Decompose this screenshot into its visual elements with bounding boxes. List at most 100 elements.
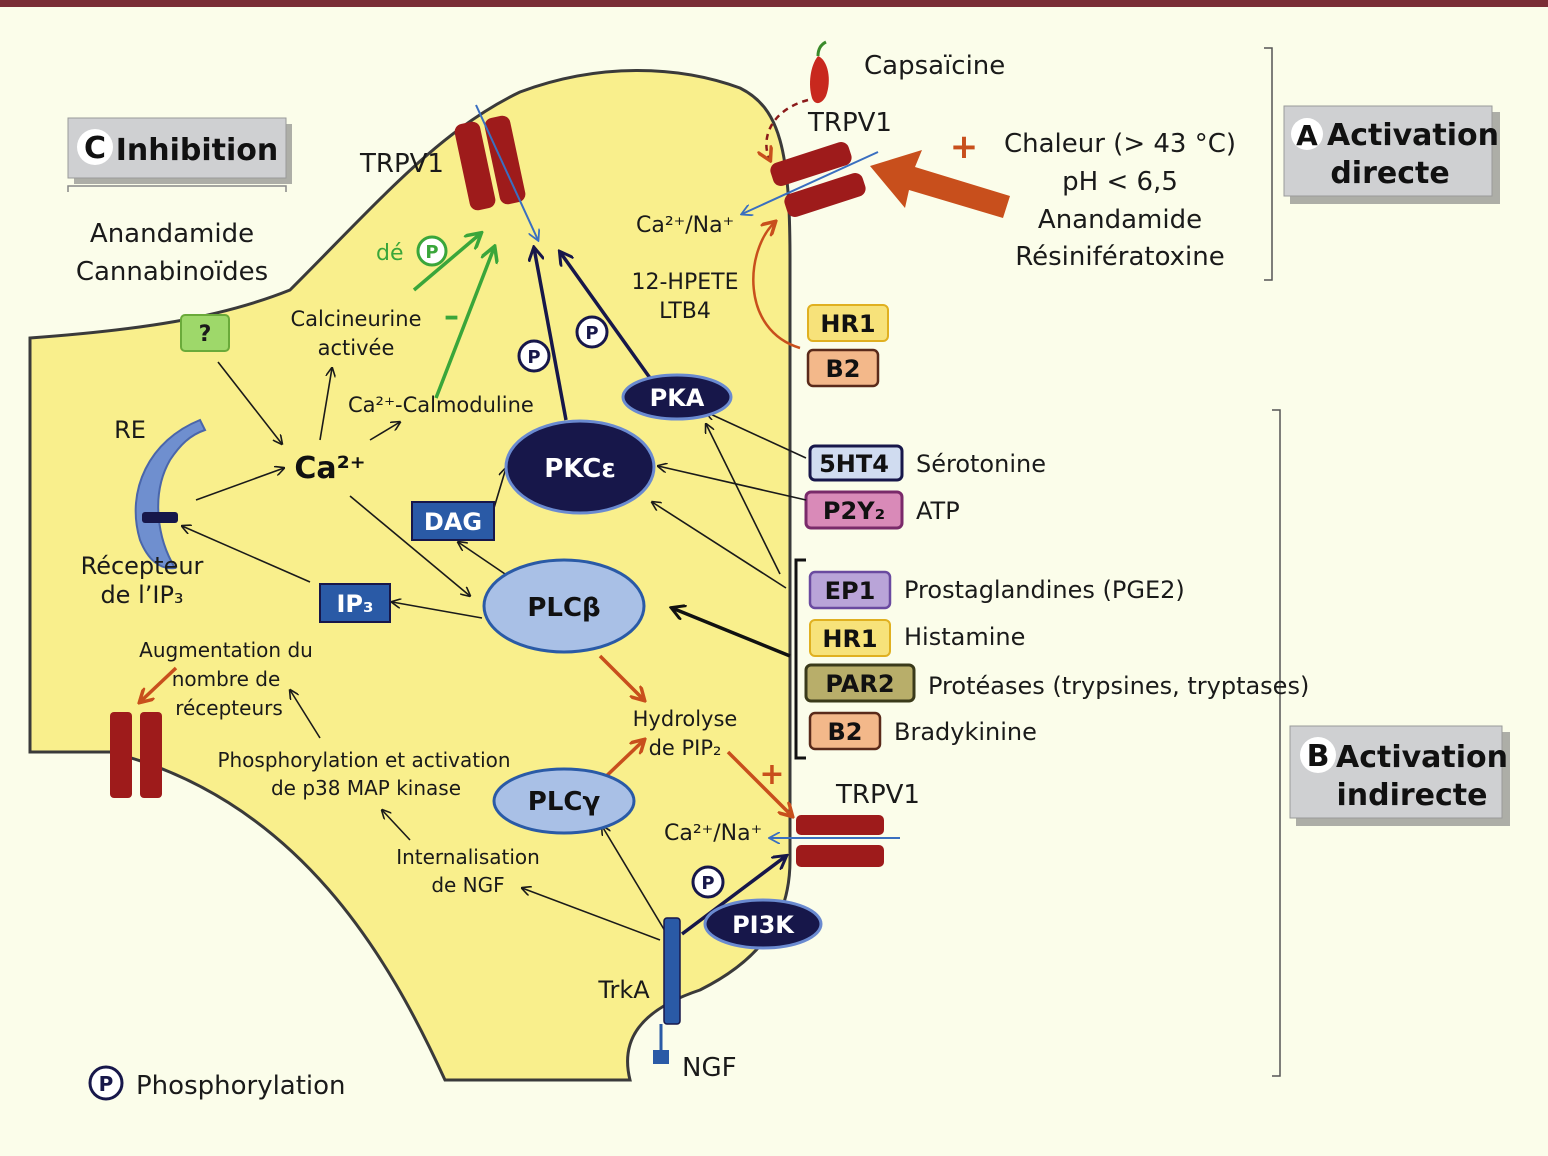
ligand-prostaglandins-label: Prostaglandines (PGE2) (904, 576, 1185, 604)
dephosphorylation-arrow (412, 234, 480, 292)
inhibition-minus-label: – (444, 299, 459, 334)
svg-text:P: P (527, 347, 540, 368)
ion-flux-top-label: Ca²⁺/Na⁺ (636, 213, 734, 238)
ligand-proteases-label: Protéases (trypsines, tryptases) (928, 672, 1309, 700)
direct-bracket (1264, 47, 1273, 281)
panel-title-direct-2: directe (1330, 156, 1449, 191)
capsaicin-label: Capsaïcine (864, 51, 1005, 81)
ion-flux-bottom-label: Ca²⁺/Na⁺ (664, 821, 762, 846)
node-plcg-label: PLCγ (528, 787, 601, 817)
panel-letter-inhibition: C (84, 131, 106, 166)
unknown-receptor-label: ? (199, 322, 212, 347)
top-rule (0, 0, 1548, 7)
hydrolysis-label-1: Hydrolyse (633, 707, 738, 731)
p38-label-2: de p38 MAP kinase (271, 776, 461, 800)
svg-text:P: P (701, 873, 714, 894)
receptor-ep1: EP1 (808, 570, 892, 610)
ngf-label: NGF (682, 1053, 737, 1083)
p38-label-1: Phosphorylation et activation (217, 748, 510, 772)
trpv1-bottom-label: TRPV1 (835, 780, 920, 810)
receptor-5ht4: 5HT4 (808, 444, 904, 482)
receptor-ep1-label: EP1 (825, 577, 876, 605)
trpv1-channel-top (454, 104, 538, 240)
legend-phosphorylation: P Phosphorylation (88, 1065, 346, 1101)
panel-title-indirect-1: Activation (1336, 740, 1508, 775)
hydrolysis-to-trpv1-arrow (726, 750, 792, 816)
node-pi3k-label: PI3K (732, 911, 795, 939)
calcium-label: Ca²⁺ (294, 451, 365, 486)
receptor-b2: B2 (808, 711, 882, 751)
panel-letter-indirect: B (1307, 739, 1330, 774)
pkce-to-trpv1-arrow (534, 248, 568, 421)
hydrolysis-label-2: de PIP₂ (649, 736, 722, 760)
receptor-b2-top: B2 (806, 348, 880, 388)
node-pka-label: PKA (650, 384, 705, 412)
legend-symbol: P (99, 1072, 114, 1096)
node-pi3k: PI3K (703, 898, 823, 950)
endoplasmic-reticulum (134, 418, 207, 570)
chili-pepper-icon (810, 40, 829, 104)
trka-receptor-icon (663, 917, 681, 1025)
node-plcb-label: PLCβ (527, 593, 600, 623)
ph-label: pH < 6,5 (1062, 167, 1178, 197)
receptor-hr1: HR1 (809, 619, 891, 657)
ngf-internalisation-label-1: Internalisation (396, 845, 540, 869)
panel-title-indirect-2: indirecte (1336, 778, 1487, 813)
lipid-12hpete-label: 12-HPETE (632, 270, 739, 295)
receptor-hr1-top-label: HR1 (820, 310, 875, 338)
trpv1-channel-right (742, 141, 879, 218)
node-ip3-label: IP₃ (336, 590, 373, 618)
calcineurin-label-2: activée (318, 336, 395, 360)
panel-badge-indirect: B Activation indirecte (1289, 725, 1510, 826)
node-pkce-label: PKCε (544, 454, 616, 484)
ip3-receptor-label-2: de l’IP₃ (100, 581, 183, 609)
signal-arrows (182, 361, 807, 941)
receptor-hr1-top: HR1 (807, 304, 889, 342)
receptor-increase-label-2: nombre de (172, 667, 281, 691)
legend-text: Phosphorylation (136, 1071, 346, 1101)
receptor-increase-label-3: récepteurs (175, 696, 283, 720)
ligand-bradykinin-label: Bradykinine (894, 718, 1037, 746)
receptor-par2: PAR2 (804, 663, 916, 703)
resiniferatoxin-label: Résinifératoxine (1015, 242, 1225, 272)
hydrolysis-plus-sign: + (759, 757, 784, 792)
receptor-p2y2: P2Y₂ (804, 490, 904, 530)
receptor-group-bracket (794, 558, 806, 760)
ligand-histamine-label: Histamine (904, 623, 1025, 651)
node-pka: PKA (621, 373, 733, 421)
lipid-feedback-arrow (752, 222, 801, 350)
phospho-icon-pkce: P (517, 339, 551, 373)
ngf-ligand-icon (653, 1050, 669, 1064)
pka-to-trpv1-arrow (560, 252, 652, 380)
phospho-icon-pka: P (575, 315, 609, 349)
trpv1-channel-membrane-inserted (110, 712, 162, 798)
ip3-receptor-label-1: Récepteur (81, 552, 204, 580)
receptor-b2-label: B2 (828, 718, 863, 746)
receptor-p2y2-label: P2Y₂ (823, 497, 885, 525)
calmodulin-inhibition-arrow (434, 248, 494, 399)
lipid-ltb4-label: LTB4 (659, 299, 711, 324)
receptor-5ht4-label: 5HT4 (819, 450, 889, 478)
calmodulin-label: Ca²⁺-Calmoduline (348, 393, 534, 417)
direct-stimuli-arrow (870, 150, 1010, 218)
panel-letter-direct: A (1296, 119, 1318, 152)
trpv1-top-label: TRPV1 (359, 149, 444, 179)
node-dag: DAG (411, 501, 495, 541)
calcineurin-label-1: Calcineurine (291, 307, 422, 331)
receptors-to-plcb-arrow (672, 608, 791, 658)
heat-label: Chaleur (> 43 °C) (1004, 129, 1236, 159)
phospho-icon-dephospho: P (416, 235, 448, 267)
ligand-serotonin-label: Sérotonine (916, 450, 1046, 478)
direct-plus-sign: + (950, 127, 979, 167)
ligand-atp-label: ATP (916, 497, 960, 525)
inhibitor-anandamide-label: Anandamide (90, 219, 254, 249)
receptor-hr1-label: HR1 (822, 625, 877, 653)
capsaicin-arrow (766, 98, 809, 160)
receptor-increase-label-1: Augmentation du (139, 638, 313, 662)
dephospho-de-label: dé (376, 241, 404, 266)
plcb-to-hydrolysis-arrow (598, 654, 644, 700)
ip3-receptor-icon (142, 512, 178, 523)
panel-title-inhibition: Inhibition (116, 133, 279, 168)
